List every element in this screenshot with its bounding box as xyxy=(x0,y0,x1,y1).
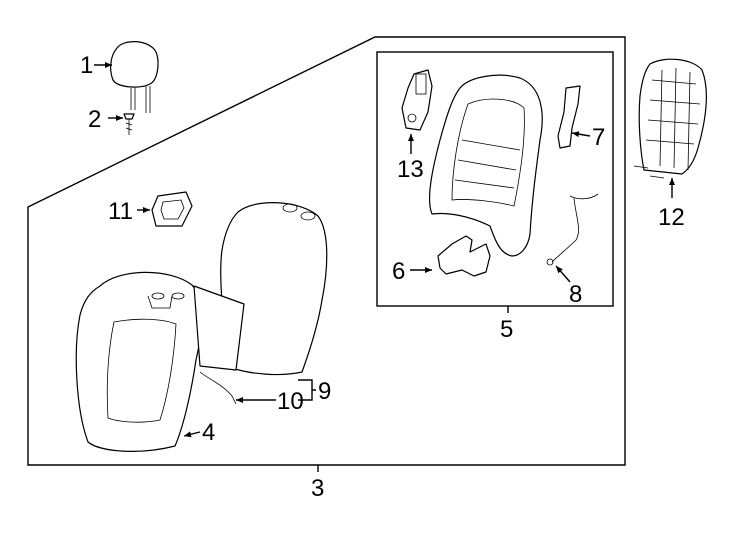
seat-frame-part xyxy=(429,74,543,257)
callout-13: 13 xyxy=(397,156,424,183)
assembly-outline xyxy=(27,36,626,466)
callout-10: 10 xyxy=(277,388,304,415)
wire-harness-part xyxy=(546,193,599,266)
back-panel-part xyxy=(633,58,707,179)
headrest-part xyxy=(110,41,159,113)
callout-9: 9 xyxy=(318,378,331,405)
callout-8: 8 xyxy=(569,281,582,308)
screw-part xyxy=(123,113,135,135)
seatback-cover-part xyxy=(75,271,203,452)
frame-group-box xyxy=(376,51,614,307)
callout-12: 12 xyxy=(658,204,685,231)
side-bracket-part xyxy=(557,85,581,149)
callout-1: 1 xyxy=(80,52,93,79)
seatback-pad-part xyxy=(193,202,328,405)
callout-4: 4 xyxy=(202,419,215,446)
recliner-motor-part xyxy=(401,69,433,131)
callout-6: 6 xyxy=(392,258,405,285)
lumbar-bracket-part xyxy=(437,235,491,277)
callout-2: 2 xyxy=(88,106,101,133)
guide-bezel-part xyxy=(151,191,193,227)
callout-7: 7 xyxy=(592,124,605,151)
callout-11: 11 xyxy=(108,198,133,225)
callout-3: 3 xyxy=(311,475,324,502)
callout-5: 5 xyxy=(500,316,513,343)
